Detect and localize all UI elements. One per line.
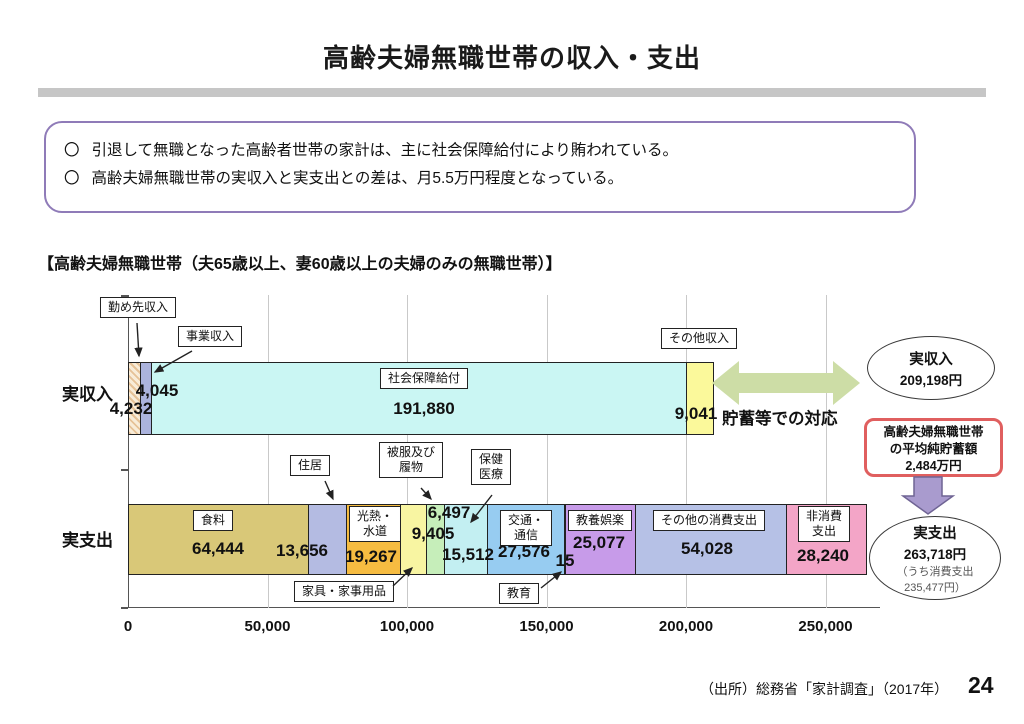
bar-segment-housing: [308, 505, 347, 574]
callout-non-consumption: 非消費 支出: [797, 506, 851, 542]
title-divider: [38, 88, 986, 97]
callout-transport: 交通・ 通信: [499, 510, 553, 546]
axis-tick: [121, 295, 128, 297]
callout-food: 食料: [192, 510, 234, 531]
callout-business-income: 事業収入: [177, 326, 243, 347]
value-non-consumption: 28,240: [797, 546, 849, 565]
summary-box: 〇 引退して無職となった高齢者世帯の家計は、主に社会保障給付により賄われている。…: [44, 121, 916, 213]
value-medical: 15,512: [442, 545, 494, 564]
value-utilities: 19,267: [345, 547, 397, 566]
value-clothing: 6,497: [427, 503, 471, 522]
callout-education: 教育: [498, 583, 540, 604]
value-food: 64,444: [192, 539, 244, 558]
income-bar: [128, 362, 714, 435]
value-education: 15: [555, 551, 575, 570]
chart-heading: 【高齢夫婦無職世帯（夫65歳以上、妻60歳以上の夫婦のみの無職世帯）】: [38, 256, 562, 273]
x-axis-tick-label: 50,000: [244, 618, 291, 635]
value-business-income: 4,045: [135, 381, 179, 400]
callout-utilities: 光熱・ 水道: [348, 506, 402, 542]
income-total-value: 209,198円: [899, 372, 963, 388]
callout-social-security: 社会保障給付: [379, 368, 469, 389]
expense-total-title: 実支出: [913, 525, 957, 542]
gridline: [686, 295, 687, 608]
summary-bullet: 〇 引退して無職となった高齢者世帯の家計は、主に社会保障給付により賄われている。: [64, 137, 896, 165]
callout-employment-income: 勤め先収入: [99, 297, 177, 318]
axis-tick: [121, 607, 128, 609]
x-axis-tick-label: 0: [123, 618, 133, 635]
value-housing: 13,656: [276, 541, 328, 560]
summary-bullet-text: 引退して無職となった高齢者世帯の家計は、主に社会保障給付により賄われている。: [91, 142, 679, 159]
value-recreation: 25,077: [573, 533, 625, 552]
callout-medical: 保健 医療: [470, 449, 512, 485]
savings-box-line2: の平均純貯蓄額: [889, 442, 978, 457]
callout-furniture: 家具・家事用品: [293, 581, 395, 602]
x-axis-tick-label: 150,000: [519, 618, 574, 635]
value-furniture: 9,405: [411, 524, 455, 543]
bar-segment-furniture-household: [400, 505, 427, 574]
average-net-savings-box: 高齢夫婦無職世帯 の平均純貯蓄額 2,484万円: [864, 418, 1003, 477]
savings-box-line1: 高齢夫婦無職世帯: [883, 425, 984, 439]
gridline: [546, 295, 548, 608]
income-total-ellipse: 実収入 209,198円: [867, 336, 995, 400]
savings-box-value: 2,484万円: [905, 459, 962, 474]
gridline: [267, 295, 269, 608]
expense-consumption-note: （うち消費支出: [896, 565, 974, 578]
x-axis-tick-label: 100,000: [379, 618, 435, 635]
down-arrow-icon: [900, 476, 956, 515]
value-social-security: 191,880: [393, 399, 455, 418]
bar-segment-business-income: [140, 363, 153, 434]
bullet-circle-icon: 〇: [64, 169, 80, 187]
bar-segment-clothing-footwear: [426, 505, 445, 574]
bullet-circle-icon: 〇: [64, 142, 80, 159]
page-title: 高齢夫婦無職世帯の収入・支出: [322, 43, 701, 73]
bar-segment-other-income: [687, 363, 713, 434]
row-label-income: 実収入: [62, 385, 113, 404]
summary-bullet: 〇 高齢夫婦無職世帯の実収入と実支出との差は、月5.5万円程度となっている。: [64, 165, 896, 193]
plot-frame: [128, 295, 880, 608]
bar-segment-employment-income: [129, 363, 141, 434]
source-text: （出所）総務省「家計調査」（2017年）: [700, 681, 949, 697]
x-axis-tick-label: 200,000: [658, 618, 714, 635]
expense-consumption-value: 235,477円）: [904, 581, 966, 594]
gridline: [825, 295, 827, 608]
value-employment-income: 4,232: [109, 399, 153, 418]
income-total-title: 実収入: [909, 351, 953, 368]
value-other-income: 9,041: [674, 404, 718, 423]
value-transport: 27,576: [498, 542, 550, 561]
callout-recreation: 教養娯楽: [567, 510, 633, 531]
bar-segment-education: [565, 505, 567, 574]
value-other-consumption: 54,028: [681, 539, 733, 558]
summary-bullet-text: 高齢夫婦無職世帯の実収入と実支出との差は、月5.5万円程度となっている。: [91, 169, 624, 187]
axis-tick: [121, 469, 128, 471]
callout-housing: 住居: [289, 455, 331, 476]
callout-other-consumption: その他の消費支出: [652, 510, 766, 531]
savings-note: 貯蓄等での対応: [722, 410, 838, 428]
row-label-expense: 実支出: [62, 531, 113, 550]
expense-total-value: 263,718円: [903, 546, 967, 562]
callout-clothing: 被服及び 履物: [378, 442, 444, 478]
expense-total-ellipse: 実支出 263,718円 （うち消費支出 235,477円）: [869, 516, 1001, 600]
x-axis-tick-label: 250,000: [798, 618, 853, 635]
page-number: 24: [968, 672, 994, 698]
callout-other-income: その他収入: [660, 328, 738, 349]
